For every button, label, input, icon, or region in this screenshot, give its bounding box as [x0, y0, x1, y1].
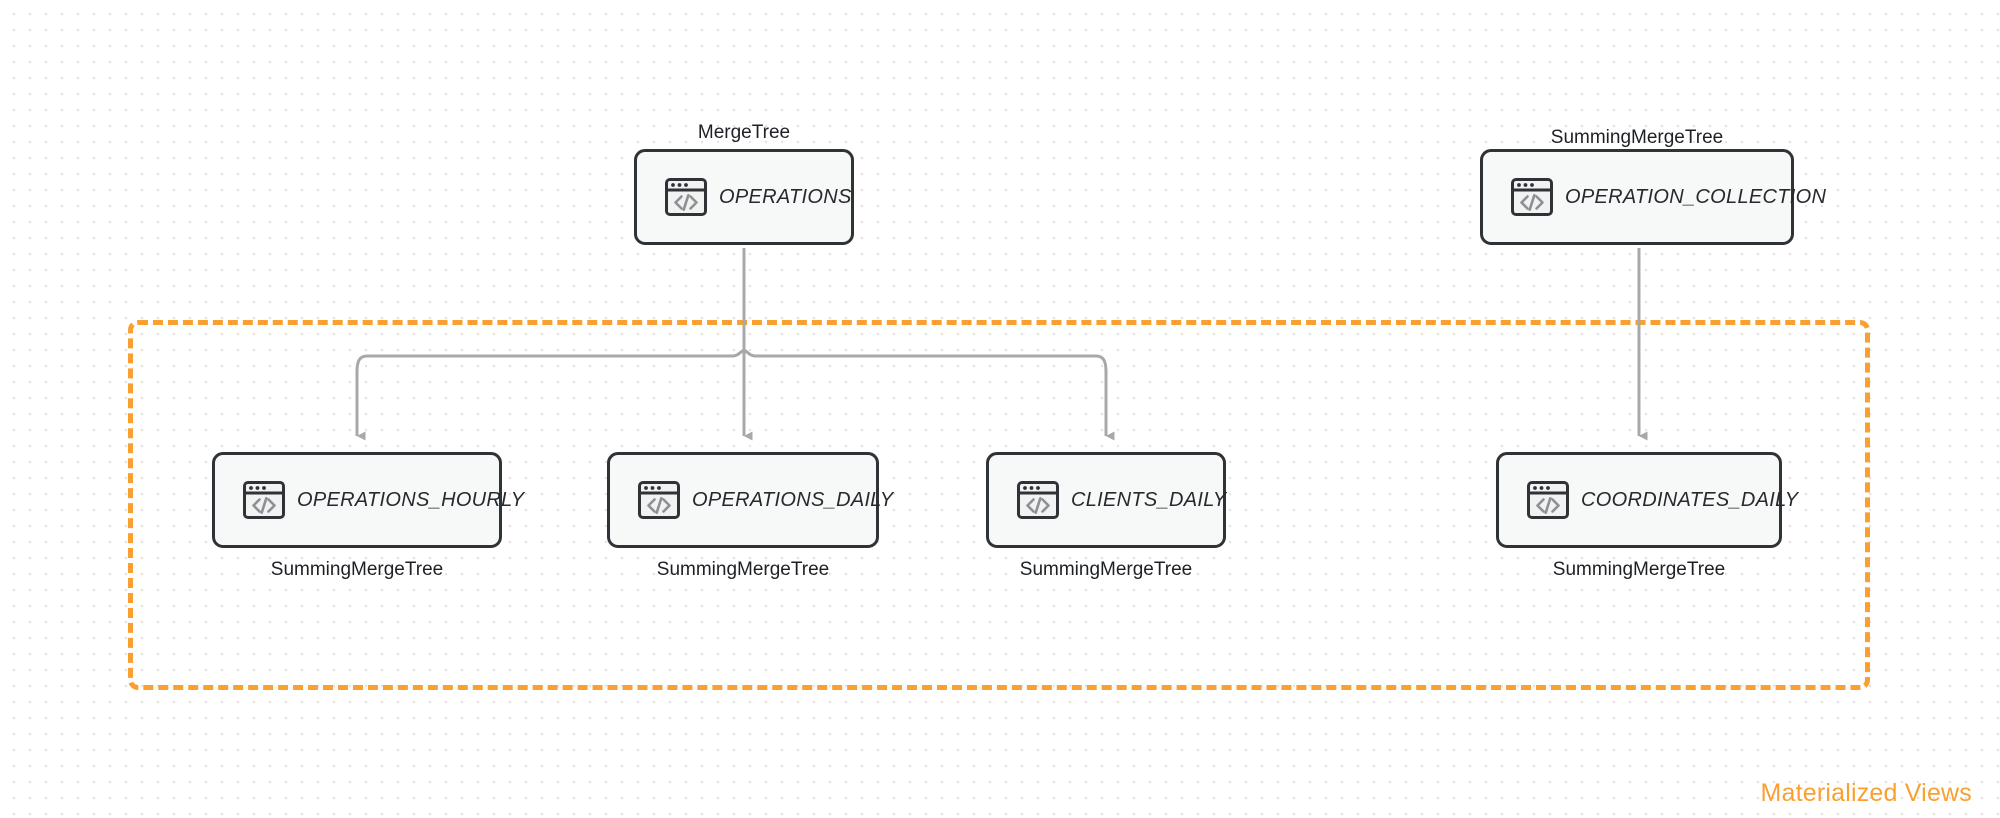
node-label-operation-collection: OPERATION_COLLECTION: [1565, 185, 1827, 208]
engine-label-operations: MergeTree: [697, 122, 791, 143]
node-label-coordinates-daily: COORDINATES_DAILY: [1581, 488, 1799, 511]
code-window-icon: [636, 477, 682, 523]
engine-label-clients-daily: SummingMergeTree: [1019, 559, 1193, 580]
node-label-operations-hourly: OPERATIONS_HOURLY: [297, 488, 525, 511]
engine-label-operations-daily: SummingMergeTree: [656, 559, 830, 580]
node-label-operations-daily: OPERATIONS_DAILY: [692, 488, 894, 511]
code-window-icon: [663, 174, 709, 220]
node-clients-daily[interactable]: CLIENTS_DAILY: [986, 452, 1226, 548]
edge-operations-to-clients-daily: [743, 348, 1115, 441]
engine-label-operation-collection: SummingMergeTree: [1550, 127, 1724, 148]
engine-label-coordinates-daily: SummingMergeTree: [1552, 559, 1726, 580]
node-operation-collection[interactable]: OPERATION_COLLECTION: [1480, 149, 1826, 245]
node-operations[interactable]: OPERATIONS: [634, 149, 854, 245]
code-window-icon: [1015, 477, 1061, 523]
node-operations-daily[interactable]: OPERATIONS_DAILY: [607, 452, 893, 548]
engine-label-operations-hourly: SummingMergeTree: [270, 559, 444, 580]
node-label-clients-daily: CLIENTS_DAILY: [1071, 488, 1227, 511]
node-coordinates-daily[interactable]: COORDINATES_DAILY: [1496, 452, 1798, 548]
materialized-views-label: Materialized Views: [1760, 779, 1972, 807]
node-label-operations: OPERATIONS: [719, 185, 852, 208]
code-window-icon: [241, 477, 287, 523]
edge-operations-to-operations-hourly: [355, 348, 745, 441]
code-window-icon: [1525, 477, 1571, 523]
node-operations-hourly[interactable]: OPERATIONS_HOURLY: [212, 452, 524, 548]
code-window-icon: [1509, 174, 1555, 220]
